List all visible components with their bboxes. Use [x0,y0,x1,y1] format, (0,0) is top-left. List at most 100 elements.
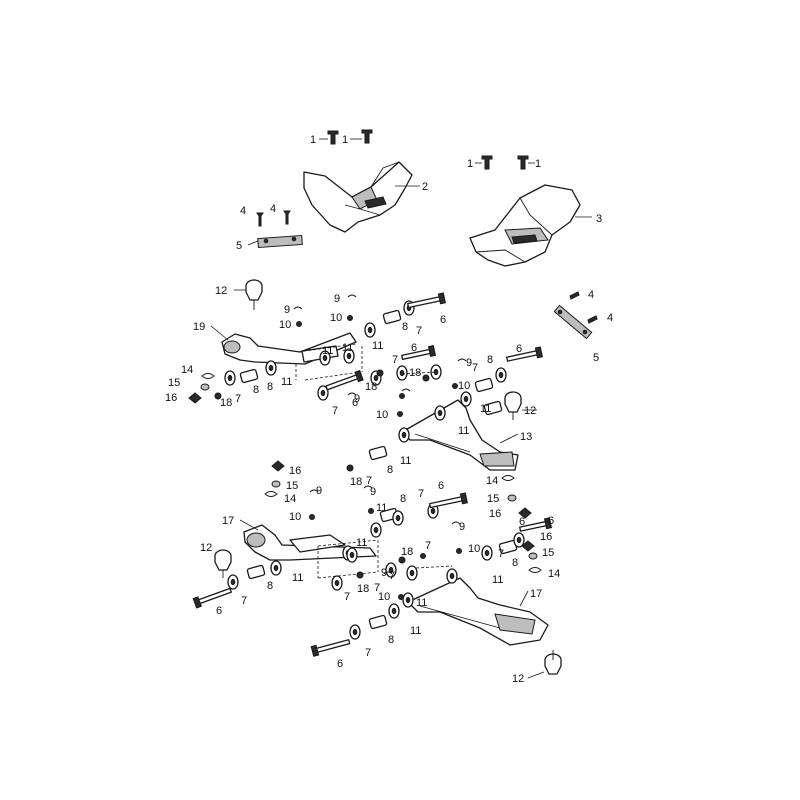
callout-1: 1 [535,158,541,170]
bracket-plate-left [257,234,303,249]
callout-8: 8 [487,354,493,366]
callout-8: 8 [267,580,273,592]
callout-6: 6 [337,658,343,670]
callout-6: 6 [411,342,417,354]
callout-9: 9 [381,567,387,579]
callout-8: 8 [400,493,406,505]
callout-9: 9 [354,393,360,405]
callout-11: 11 [480,403,491,415]
callout-18: 18 [350,476,362,488]
callout-5: 5 [593,352,599,364]
callout-1: 1 [310,134,316,146]
callout-18: 18 [365,381,377,393]
callout-10: 10 [376,409,388,421]
callout-8: 8 [253,384,259,396]
callout-8: 8 [267,381,273,393]
callout-7: 7 [344,591,350,603]
callout-14: 14 [284,493,296,505]
callout-labels: 1 1 1 1 2 3 4 4 4 4 5 5 12 9 10 19 9 10 … [165,134,613,685]
screw-icons [256,129,598,324]
callout-14: 14 [181,364,193,376]
callout-7: 7 [365,647,371,659]
callout-9: 9 [316,485,322,497]
right-skid-guard [469,184,581,267]
callout-6: 6 [548,515,554,527]
callout-7: 7 [389,570,395,582]
callout-11: 11 [372,340,383,352]
callout-6: 6 [440,314,446,326]
callout-6: 6 [438,480,444,492]
upper-arm-19 [221,332,357,365]
callout-10: 10 [289,511,301,523]
left-skid-guard [303,161,413,233]
callout-4: 4 [270,203,276,215]
callout-2: 2 [422,181,428,193]
lower-arm-17-right [407,577,549,646]
callout-9: 9 [284,304,290,316]
callout-6: 6 [352,397,358,409]
callout-15: 15 [487,493,499,505]
callout-10: 10 [378,591,390,603]
callout-6: 6 [516,343,522,355]
callout-7: 7 [366,475,372,487]
callout-11: 11 [281,376,292,388]
callout-9: 9 [370,486,376,498]
callout-5: 5 [236,240,242,252]
callout-12: 12 [200,542,212,554]
callout-16: 16 [289,465,301,477]
callout-8: 8 [387,464,393,476]
callout-11: 11 [410,625,421,637]
callout-15: 15 [542,547,554,559]
bushing-icons [239,309,518,630]
washer-icons [224,300,525,640]
ball-joint-icons [214,279,562,675]
callout-10: 10 [330,312,342,324]
callout-10: 10 [458,380,470,392]
callout-1: 1 [342,134,348,146]
callout-17: 17 [222,515,234,527]
callout-8: 8 [512,557,518,569]
callout-6: 6 [519,516,525,528]
callout-4: 4 [607,312,613,324]
callout-11: 11 [356,537,367,549]
bolt-icons [192,292,553,657]
callout-12: 12 [524,405,536,417]
callout-9: 9 [466,357,472,369]
callout-11: 11 [458,425,469,437]
callout-18: 18 [357,583,369,595]
upper-arm-13 [401,399,519,471]
callout-18: 18 [409,367,421,379]
leader-lines [210,138,592,679]
callout-9: 9 [459,521,465,533]
callout-7: 7 [416,325,422,337]
callout-12: 12 [512,673,524,685]
callout-11: 11 [376,502,387,514]
callout-18: 18 [220,397,232,409]
callout-4: 4 [240,205,246,217]
callout-7: 7 [425,540,431,552]
callout-16: 16 [540,531,552,543]
callout-16: 16 [489,508,501,520]
callout-16: 16 [165,392,177,404]
callout-17: 17 [530,588,542,600]
callout-7: 7 [332,405,338,417]
callout-4: 4 [588,289,594,301]
callout-11: 11 [292,572,303,584]
callout-7: 7 [418,488,424,500]
callout-7: 7 [235,393,241,405]
callout-14: 14 [486,475,498,487]
callout-1: 1 [467,158,473,170]
callout-12: 12 [215,285,227,297]
callout-3: 3 [596,213,602,225]
bracket-plate-right [553,304,593,340]
callout-11: 11 [322,345,333,357]
callout-8: 8 [388,634,394,646]
callout-7: 7 [241,595,247,607]
callout-18: 18 [401,546,413,558]
callout-9: 9 [334,293,340,305]
callout-11: 11 [492,574,503,586]
callout-19: 19 [193,321,205,333]
callout-10: 10 [468,543,480,555]
callout-11: 11 [400,455,411,467]
